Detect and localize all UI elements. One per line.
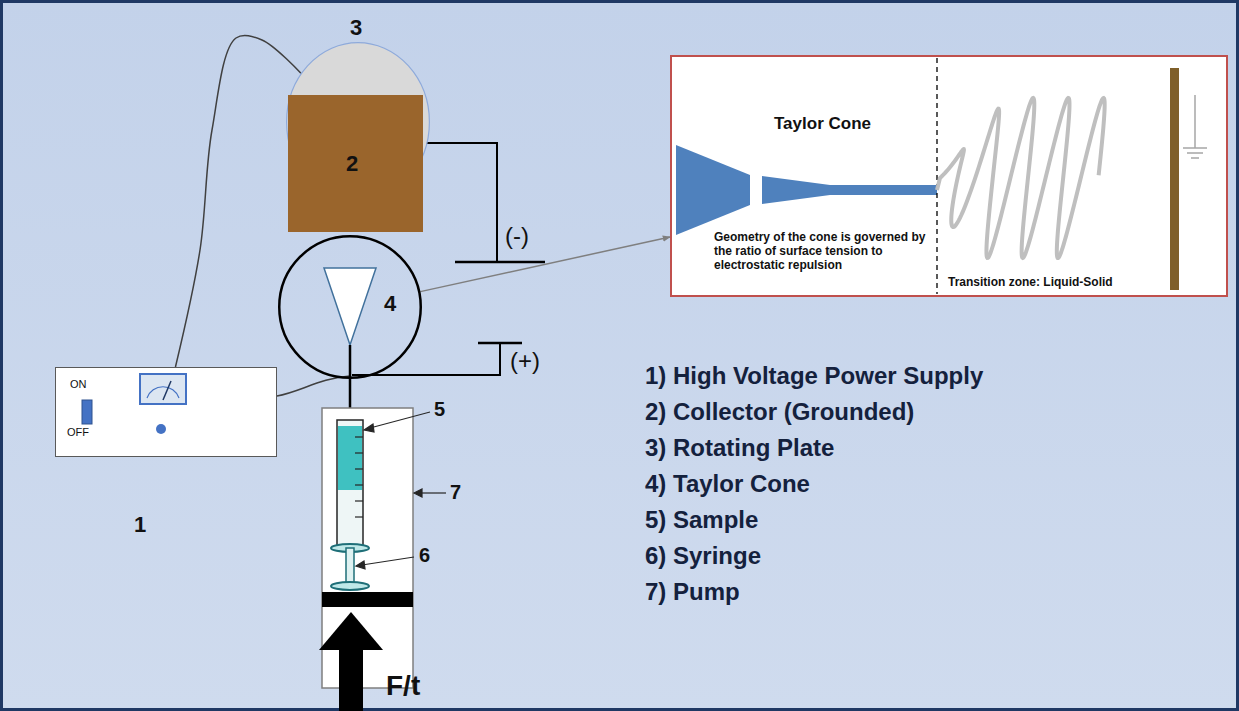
legend-list-item: 5) Sample bbox=[645, 506, 758, 534]
collector-plate bbox=[1170, 68, 1179, 290]
callout-number: 5 bbox=[434, 398, 445, 421]
callout-leaders-part bbox=[362, 557, 414, 565]
callout-number: 7 bbox=[450, 481, 461, 504]
electrode-wires-part bbox=[455, 261, 545, 264]
syringe-tick bbox=[355, 452, 363, 453]
voltmeter bbox=[140, 374, 186, 404]
ground-symbol bbox=[1183, 95, 1207, 158]
syringe-part bbox=[346, 548, 354, 586]
taylor-cone-inset: Taylor ConeGeometry of the cone is gover… bbox=[670, 55, 1228, 297]
power-knob bbox=[156, 424, 166, 434]
power-supply-box: ONOFF1 bbox=[55, 367, 277, 457]
syringe bbox=[331, 420, 369, 590]
taylor-cone-illustration bbox=[676, 145, 937, 235]
syringe-part bbox=[337, 420, 363, 545]
polarity-label: (-) bbox=[505, 222, 529, 250]
ground-symbol-part bbox=[1194, 95, 1196, 148]
inset-ground bbox=[670, 55, 1228, 297]
taylor-cone-circle-shape bbox=[279, 236, 421, 378]
legend-list-item: 2) Collector (Grounded) bbox=[645, 398, 914, 426]
force-arrow-part bbox=[319, 612, 383, 650]
ground-symbol-part bbox=[1183, 147, 1207, 149]
legend-list-item: 3) Rotating Plate bbox=[645, 434, 834, 462]
flow-rate-label: F/t bbox=[386, 670, 420, 702]
power-wire bbox=[175, 35, 300, 367]
syringe-part bbox=[331, 582, 369, 590]
callout-leaders-part bbox=[364, 424, 374, 432]
callout-leaders-part bbox=[356, 561, 365, 569]
taylor-cone-symbol bbox=[324, 268, 376, 345]
power-switch bbox=[82, 400, 92, 424]
force-arrow bbox=[319, 612, 383, 711]
zoom-arrow bbox=[420, 237, 670, 292]
legend-list-item: 1) High Voltage Power Supply bbox=[645, 362, 983, 390]
syringe-tick bbox=[355, 468, 363, 469]
force-arrow-part bbox=[339, 650, 363, 711]
power-supply-face bbox=[55, 367, 277, 457]
rotating-plate: 23 bbox=[286, 42, 430, 202]
taylor-cone-illustration-part bbox=[829, 185, 937, 195]
switch-label: ON bbox=[70, 378, 87, 391]
taylor-cone-illustration-part bbox=[762, 176, 830, 204]
callout-number: 1 bbox=[134, 512, 146, 537]
switch-label: OFF bbox=[67, 426, 89, 439]
syringe-tick bbox=[355, 516, 363, 517]
voltmeter-part bbox=[163, 381, 171, 400]
voltmeter-part bbox=[140, 374, 186, 404]
collector-square: 2 bbox=[288, 95, 423, 232]
electrode-wires-part bbox=[423, 143, 497, 262]
callout-leaders bbox=[356, 412, 446, 569]
whipping-jet bbox=[937, 98, 1105, 258]
legend-list-item: 4) Taylor Cone bbox=[645, 470, 810, 498]
taylor-cone-illustration-part bbox=[676, 145, 750, 235]
syringe-tick bbox=[355, 484, 363, 485]
voltmeter-part bbox=[147, 387, 179, 398]
syringe-tick bbox=[355, 500, 363, 501]
syringe-part bbox=[355, 437, 363, 517]
electrode-wires-part bbox=[352, 343, 500, 375]
positive-wire bbox=[277, 376, 350, 396]
taylor-cone-circle: 4 bbox=[278, 235, 422, 379]
inset-heading: Taylor Cone bbox=[774, 114, 871, 134]
pump-pusher bbox=[322, 592, 413, 607]
zone-divider bbox=[936, 58, 937, 294]
callout-leaders-part bbox=[414, 489, 422, 497]
callout-leaders-part bbox=[420, 492, 446, 493]
callout-number: 4 bbox=[384, 291, 396, 316]
syringe-tick bbox=[355, 436, 363, 437]
ground-symbol-part bbox=[1191, 157, 1199, 159]
callout-number: 3 bbox=[350, 15, 362, 40]
legend-list-item: 6) Syringe bbox=[645, 542, 761, 570]
taylor-cone-circle-outline bbox=[278, 235, 422, 379]
inset-note: Transition zone: Liquid-Solid bbox=[948, 276, 1113, 290]
inset-note: Geometry of the cone is governed by the … bbox=[714, 230, 936, 272]
polarity-label: (+) bbox=[510, 347, 540, 375]
syringe-part bbox=[338, 426, 362, 490]
callout-number: 6 bbox=[419, 544, 430, 567]
callout-leaders-part bbox=[370, 412, 430, 428]
legend-list-item: 7) Pump bbox=[645, 578, 740, 606]
ground-symbol-part bbox=[1187, 152, 1203, 154]
callout-number: 2 bbox=[346, 151, 358, 176]
